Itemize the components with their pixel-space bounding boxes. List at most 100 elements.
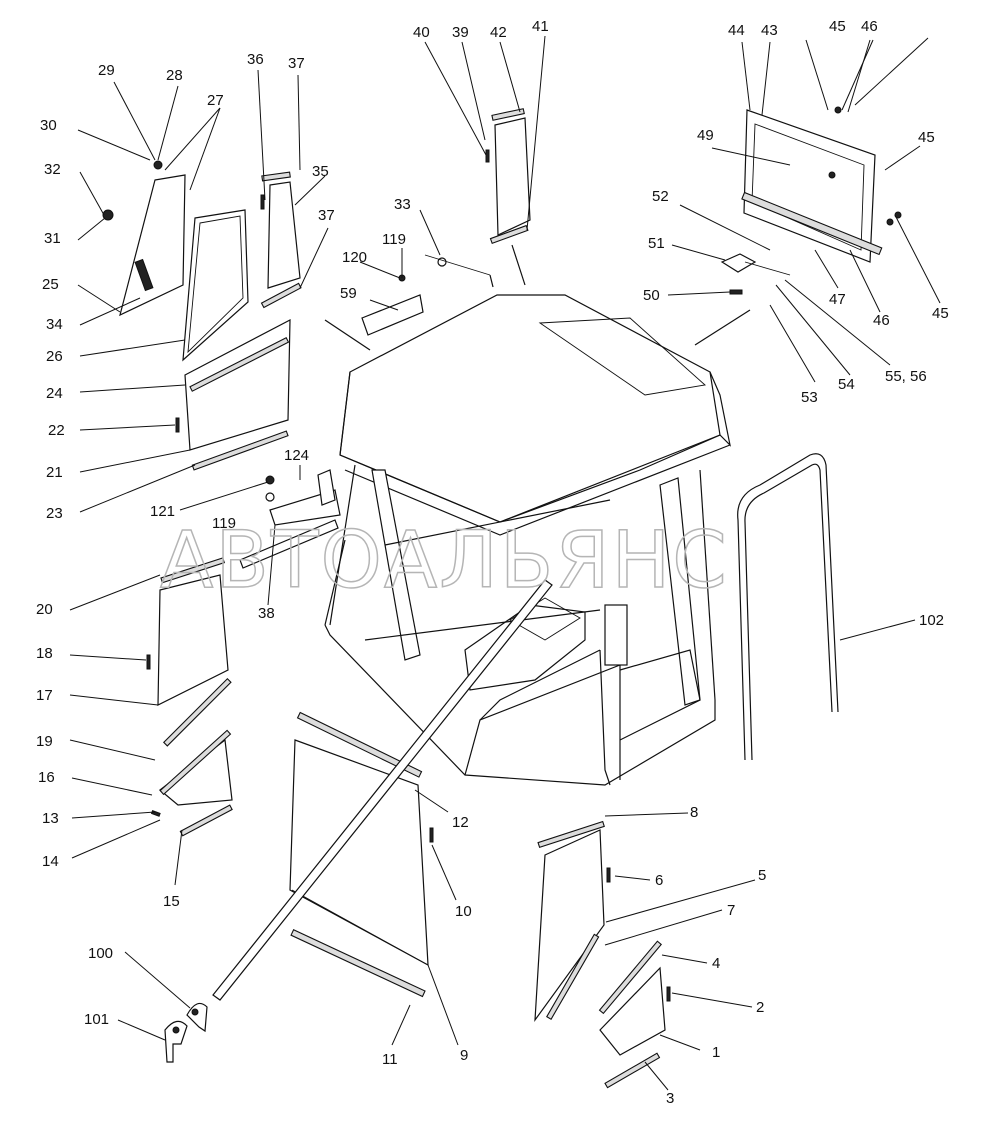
leader-line [179,481,269,511]
leader-line [461,41,486,141]
callout-102: 102 [919,612,944,629]
leader-line [884,145,921,171]
callout-6: 6 [655,872,663,889]
callout-44: 44 [728,22,745,39]
leader-line [784,279,891,366]
callout-53: 53 [801,389,818,406]
leader-line [604,812,689,817]
leader-line [391,1004,411,1046]
leader-line [661,954,708,964]
callout-45c: 45 [932,305,949,322]
leader-line [854,37,929,106]
leader-line [79,384,186,393]
leader-line [841,39,874,111]
leader-line [805,39,829,111]
callout-55-56: 55, 56 [885,368,927,385]
leader-line [299,227,329,289]
callout-23: 23 [46,505,63,522]
leader-line [849,249,881,313]
cab-assembly [324,294,731,786]
leader-line [77,284,121,313]
callout-37b: 37 [318,207,335,224]
leader-line [659,1034,701,1051]
callout-19: 19 [36,733,53,750]
callout-8: 8 [690,804,698,821]
leader-line [671,244,726,261]
leader-line [761,41,771,116]
leader-line [526,35,546,231]
leader-line [894,214,941,304]
leader-line [79,424,176,431]
leader-line [124,951,191,1009]
callout-121: 121 [150,503,175,520]
leader-line [69,694,159,706]
callout-49: 49 [697,127,714,144]
leader-line [424,41,487,156]
leader-line [113,81,156,161]
leader-line [679,204,771,251]
callout-30: 30 [40,117,57,134]
leader-line [71,819,161,859]
callout-35: 35 [312,163,329,180]
leader-line [174,829,183,886]
callout-50: 50 [643,287,660,304]
leader-line [79,339,186,357]
leader-line [79,297,141,326]
leader-line [711,147,791,166]
callout-47: 47 [829,291,846,308]
callout-41: 41 [532,18,549,35]
callout-22: 22 [48,422,65,439]
leader-line [294,175,326,206]
callout-119a: 119 [382,231,406,248]
leader-line [71,777,153,796]
callout-14: 14 [42,853,59,870]
callout-28: 28 [166,67,183,84]
callout-27: 27 [207,92,224,109]
leader-line [499,41,521,113]
leader-line [839,619,916,641]
leader-line [847,39,871,113]
leader-line [157,85,179,161]
callout-120: 120 [342,249,367,266]
callout-2: 2 [756,999,764,1016]
callout-46a: 46 [861,18,878,35]
callout-15: 15 [163,893,180,910]
callout-10: 10 [455,903,472,920]
callout-5: 5 [758,867,766,884]
leader-line [77,217,106,241]
callout-24: 24 [46,385,63,402]
leader-line [667,291,731,296]
callout-43: 43 [761,22,778,39]
watermark: АВТОАЛЬЯНС [160,516,729,606]
callout-labels: 1 2 3 4 5 6 7 8 9 10 11 12 13 14 15 16 1… [36,18,949,1107]
leader-line [769,304,816,383]
callout-3: 3 [666,1090,674,1107]
leader-line [117,1019,166,1041]
door-handle-100 [186,1002,208,1033]
callout-13: 13 [42,810,59,827]
leader-line [431,844,457,901]
leader-line [644,1061,669,1091]
leader-line [79,449,191,473]
callout-26: 26 [46,348,63,365]
leader-lines [69,35,941,1091]
callout-42: 42 [490,24,507,41]
leader-line [164,107,221,171]
callout-33: 33 [394,196,411,213]
leader-line [69,654,147,661]
door-handle-101 [164,1020,188,1063]
callout-59: 59 [340,285,357,302]
callout-17: 17 [36,687,53,704]
callout-36: 36 [247,51,264,68]
callout-12: 12 [452,814,469,831]
callout-37a: 37 [288,55,305,72]
callout-11: 11 [382,1051,398,1068]
leader-line [427,964,459,1046]
leader-line [71,811,156,819]
leader-line [79,171,105,216]
callout-40: 40 [413,24,430,41]
callout-124: 124 [284,447,309,464]
callout-20: 20 [36,601,53,618]
callout-31: 31 [44,230,61,247]
leader-line [614,875,651,881]
